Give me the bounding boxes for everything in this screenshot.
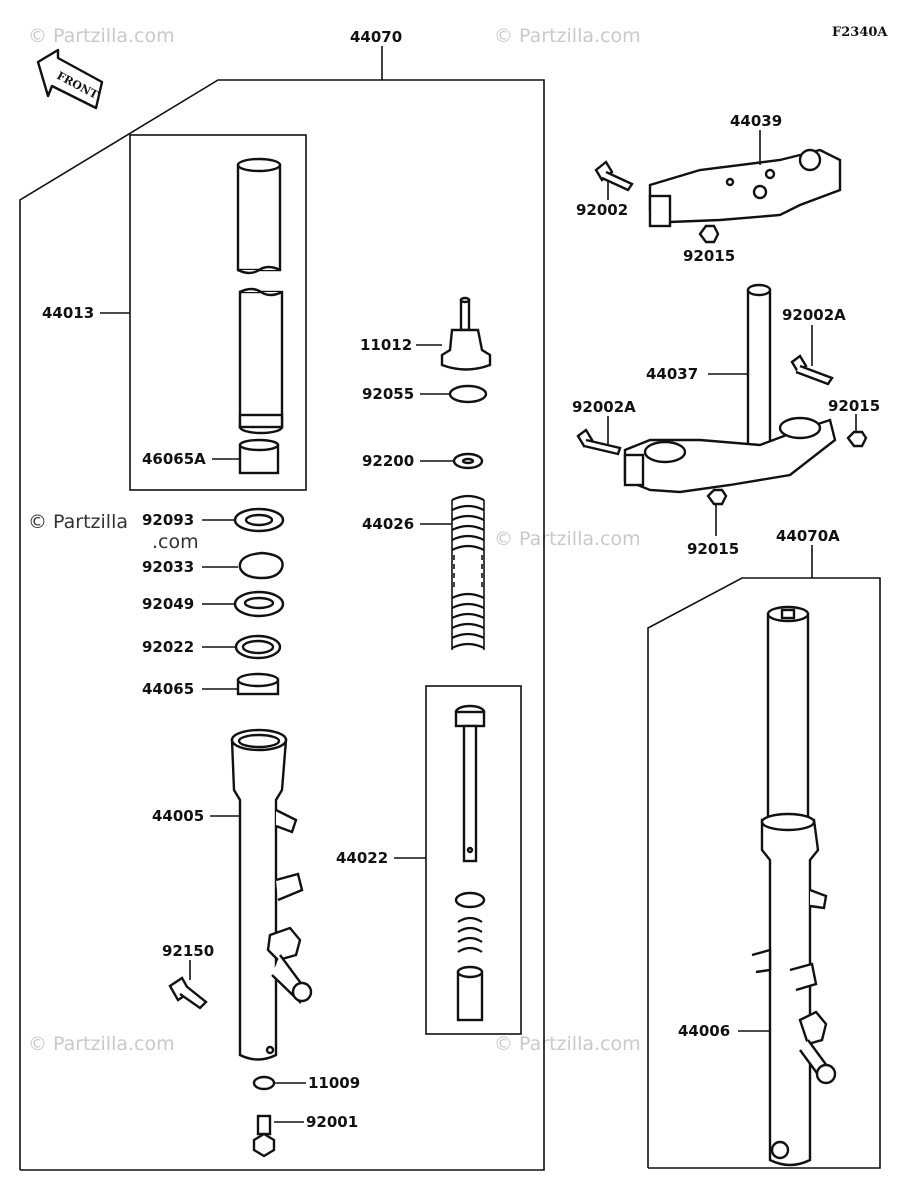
part-label-92002[interactable]: 92002: [576, 201, 628, 219]
watermark: © Partzilla: [28, 511, 128, 533]
part-label-44037[interactable]: 44037: [646, 365, 698, 383]
circlip-92033: [238, 551, 284, 580]
subassembly-frame-44022: [425, 685, 522, 1035]
part-label-46065A[interactable]: 46065A: [142, 450, 206, 468]
bolt-92002: [594, 160, 634, 192]
watermark: © Partzilla.com: [28, 1033, 175, 1055]
part-label-92200[interactable]: 92200: [362, 452, 414, 470]
part-label-92022[interactable]: 92022: [142, 638, 194, 656]
part-label-92033[interactable]: 92033: [142, 558, 194, 576]
inner-tube-part: [236, 157, 284, 435]
part-label-11012[interactable]: 11012: [360, 336, 412, 354]
bushing-46065A: [238, 438, 280, 475]
part-label-44013[interactable]: 44013: [42, 304, 94, 322]
part-label-92001[interactable]: 92001: [306, 1113, 358, 1131]
part-label-92055[interactable]: 92055: [362, 385, 414, 403]
part-label-92015[interactable]: 92015: [683, 247, 735, 265]
nut-92015: [846, 430, 868, 448]
bolt-92002A-left: [576, 428, 622, 456]
watermark: © Partzilla.com: [494, 528, 641, 550]
part-label-44026[interactable]: 44026: [362, 515, 414, 533]
o-ring-92055: [448, 384, 488, 404]
part-label-92015[interactable]: 92015: [687, 540, 739, 558]
bolt-92150: [168, 976, 208, 1010]
part-label-44065[interactable]: 44065: [142, 680, 194, 698]
watermark: .com: [152, 531, 199, 553]
part-label-44070[interactable]: 44070: [350, 28, 402, 46]
part-label-11009[interactable]: 11009: [308, 1074, 360, 1092]
part-label-92049[interactable]: 92049: [142, 595, 194, 613]
nut-92015: [698, 224, 720, 244]
assembly-frame-44070A: [647, 577, 881, 1169]
part-label-92150[interactable]: 92150: [162, 942, 214, 960]
part-label-92015[interactable]: 92015: [828, 397, 880, 415]
part-label-44006[interactable]: 44006: [678, 1022, 730, 1040]
part-label-44022[interactable]: 44022: [336, 849, 388, 867]
watermark: © Partzilla.com: [28, 25, 175, 47]
outer-tube-44005: [230, 728, 313, 1061]
gasket-11009: [252, 1075, 276, 1091]
part-label-44070A[interactable]: 44070A: [776, 527, 840, 545]
part-label-44039[interactable]: 44039: [730, 112, 782, 130]
watermark: © Partzilla.com: [494, 1033, 641, 1055]
bolt-92002A-right: [790, 354, 834, 386]
diagram-code: F2340A: [832, 25, 888, 40]
bushing-44065: [236, 672, 280, 696]
steering-stem-44037: [623, 283, 837, 494]
part-label-44005[interactable]: 44005: [152, 807, 204, 825]
cap-bolt-11012: [440, 296, 492, 371]
watermark: © Partzilla.com: [494, 25, 641, 47]
nut-92015: [706, 488, 728, 506]
part-label-92093[interactable]: 92093: [142, 511, 194, 529]
damper-rod-44022: [454, 704, 486, 1022]
fork-assembly-44070A: [751, 605, 837, 1167]
part-label-92002A-right[interactable]: 92002A: [782, 306, 846, 324]
front-arrow-icon: FRONT: [36, 48, 104, 110]
part-label-92002A-left[interactable]: 92002A: [572, 398, 636, 416]
assembly-frame-44070: [19, 79, 545, 1171]
bolt-92001: [252, 1114, 276, 1158]
fork-spring-44026: [451, 494, 485, 650]
upper-bracket-44039: [648, 148, 842, 228]
